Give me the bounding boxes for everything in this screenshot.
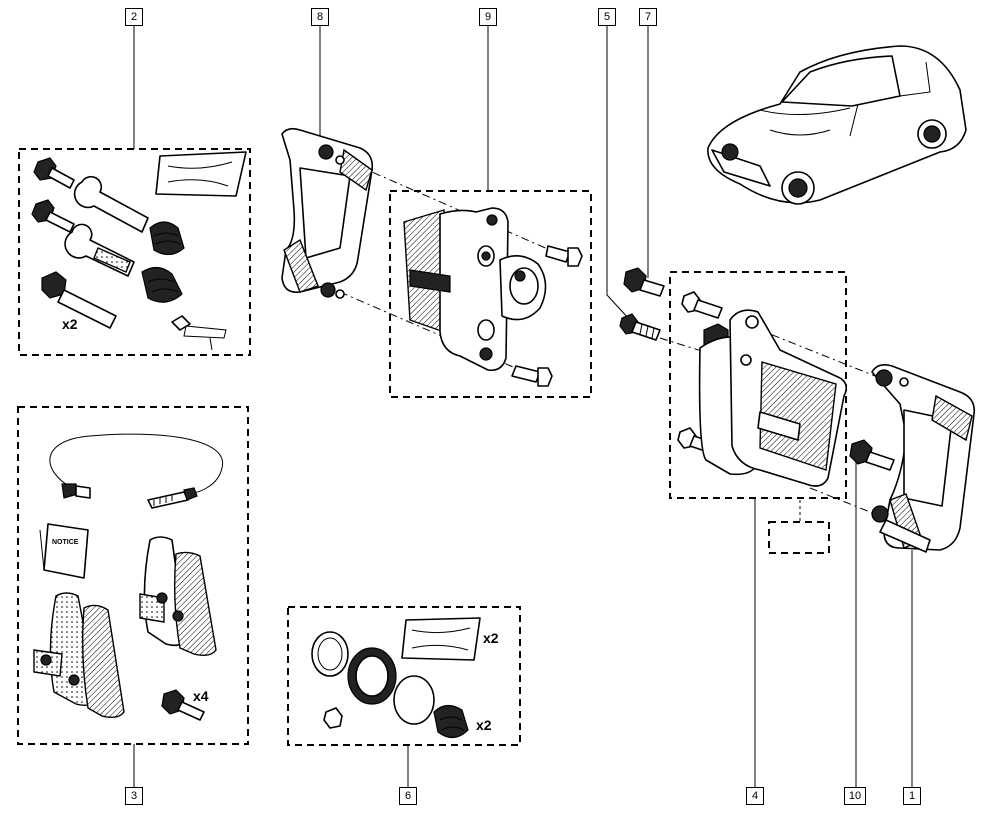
caliper-body-9 (403, 207, 583, 387)
caliper-4 (677, 291, 848, 487)
bolt-10 (849, 439, 895, 471)
bolts-7-5 (619, 267, 665, 341)
leader-10 (851, 451, 857, 787)
qty-kit6-grease: x2 (483, 630, 499, 646)
callout-10: 10 (844, 787, 866, 805)
axis-line-c (754, 327, 881, 379)
callout-6: 6 (399, 787, 417, 805)
caliper-bracket-8 (281, 127, 374, 299)
kit-box-9 (389, 190, 592, 398)
car-illustration (707, 45, 967, 205)
caliper-bracket-1 (871, 364, 976, 553)
callout-5: 5 (598, 8, 616, 26)
kit-box-6 (287, 606, 521, 746)
callout-4: 4 (746, 787, 764, 805)
kit-6-parts (311, 617, 481, 739)
axis-line-d (809, 487, 881, 517)
kit-3-parts: NOTICE (33, 433, 224, 721)
axis-line-a (339, 157, 551, 251)
callout-3: 3 (125, 787, 143, 805)
axis-line-e (659, 337, 706, 353)
callout-8: 8 (311, 8, 329, 26)
callout-9: 9 (479, 8, 497, 26)
wear-indicator-box (768, 521, 830, 554)
qty-kit2: x2 (62, 316, 78, 332)
kit-2-parts (31, 151, 247, 351)
notice-booklet-text: NOTICE (52, 539, 79, 546)
kit-box-2 (18, 148, 251, 356)
qty-kit3: x4 (193, 688, 209, 704)
callout-7: 7 (639, 8, 657, 26)
callout-2: 2 (125, 8, 143, 26)
kit-box-3 (17, 406, 249, 745)
callout-1: 1 (903, 787, 921, 805)
leader-5 (606, 26, 631, 321)
qty-kit6-boot: x2 (476, 717, 492, 733)
